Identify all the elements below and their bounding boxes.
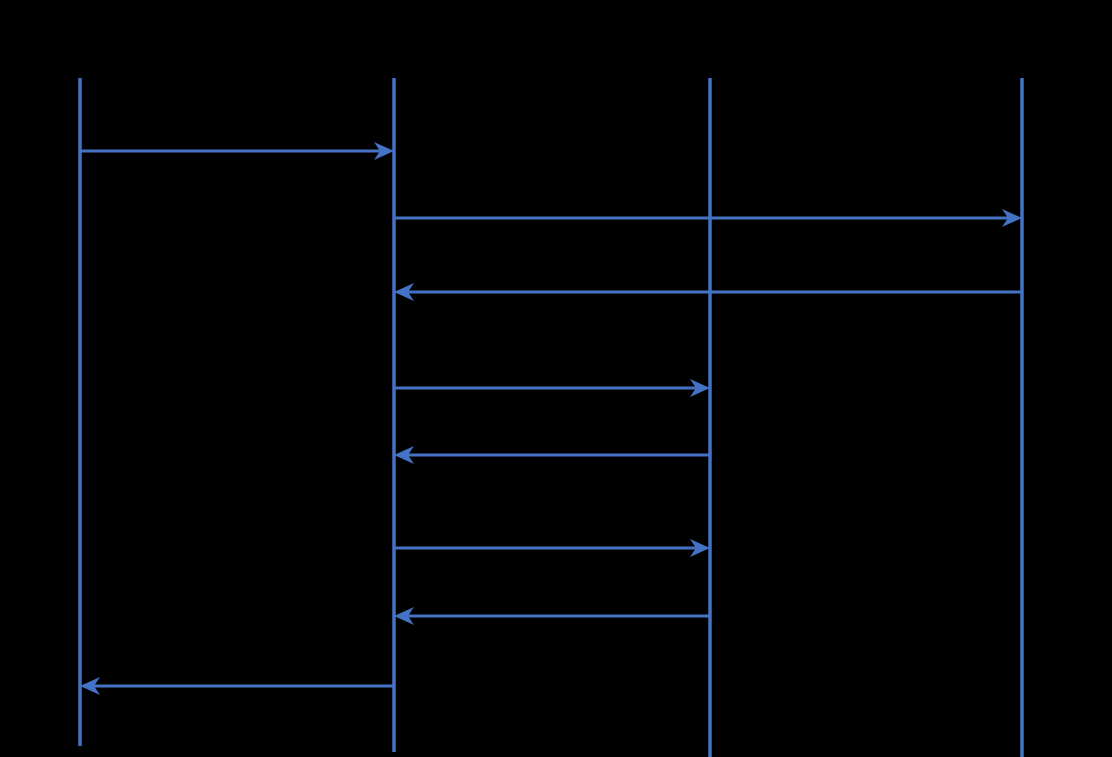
message-arrow-8 xyxy=(80,677,394,695)
arrowhead-icon xyxy=(1002,209,1022,227)
arrowhead-icon xyxy=(394,607,414,625)
arrowhead-icon xyxy=(690,539,710,557)
message-arrow-7 xyxy=(394,607,710,625)
message-arrow-6 xyxy=(394,539,710,557)
arrowhead-icon xyxy=(394,446,414,464)
arrowhead-icon xyxy=(80,677,100,695)
message-arrow-2 xyxy=(394,209,1022,227)
message-arrow-4 xyxy=(394,379,710,397)
arrowhead-icon xyxy=(374,142,394,160)
arrowhead-icon xyxy=(690,379,710,397)
message-arrow-5 xyxy=(394,446,710,464)
message-arrow-1 xyxy=(80,142,394,160)
arrowhead-icon xyxy=(394,283,414,301)
message-arrow-3 xyxy=(394,283,1022,301)
